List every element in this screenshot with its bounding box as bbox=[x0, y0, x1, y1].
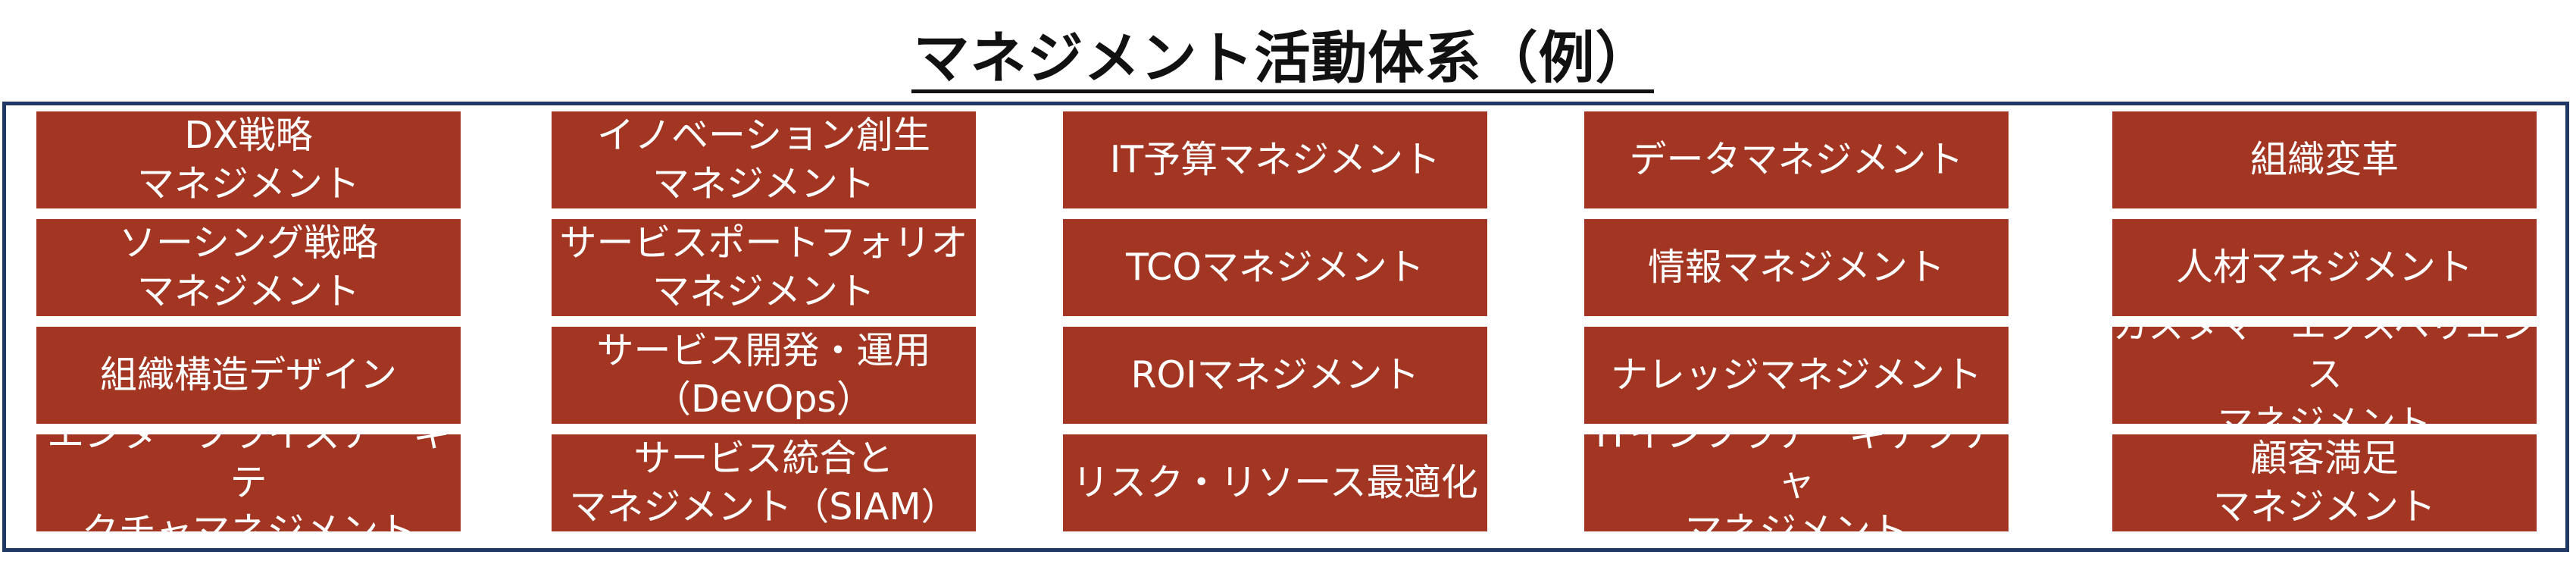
management-box-roi: ROIマネジメント bbox=[1063, 327, 1487, 424]
management-box-customer-satisfaction: 顧客満足 マネジメント bbox=[2112, 434, 2537, 531]
management-box-siam: サービス統合と マネジメント（SIAM） bbox=[552, 434, 976, 531]
management-box-customer-experience: カスタマーエクスペリエンス マネジメント bbox=[2112, 327, 2537, 424]
management-box-it-budget: IT予算マネジメント bbox=[1063, 111, 1487, 208]
management-box-dx-strategy: DX戦略 マネジメント bbox=[36, 111, 461, 208]
management-box-information: 情報マネジメント bbox=[1584, 219, 2009, 316]
management-box-it-infra-architecture: ITインフラアーキテクチャ マネジメント bbox=[1584, 434, 2009, 531]
management-box-risk-resource: リスク・リソース最適化 bbox=[1063, 434, 1487, 531]
management-grid: DX戦略 マネジメント ソーシング戦略 マネジメント 組織構造デザイン エンター… bbox=[36, 111, 2537, 536]
management-box-tco: TCOマネジメント bbox=[1063, 219, 1487, 316]
management-box-innovation: イノベーション創生 マネジメント bbox=[552, 111, 976, 208]
management-box-org-change: 組織変革 bbox=[2112, 111, 2537, 208]
page-title: マネジメント活動体系（例） bbox=[913, 25, 1652, 91]
management-box-org-structure-design: 組織構造デザイン bbox=[36, 327, 461, 424]
diagram-frame bbox=[2, 102, 2569, 552]
management-box-talent: 人材マネジメント bbox=[2112, 219, 2537, 316]
management-box-sourcing-strategy: ソーシング戦略 マネジメント bbox=[36, 219, 461, 316]
management-box-service-portfolio: サービスポートフォリオ マネジメント bbox=[552, 219, 976, 316]
management-box-devops: サービス開発・運用 （DevOps） bbox=[552, 327, 976, 424]
title-underline bbox=[911, 89, 1654, 93]
management-box-knowledge: ナレッジマネジメント bbox=[1584, 327, 2009, 424]
management-box-enterprise-architecture: エンタープライズアーキテ クチャマネジメント bbox=[36, 434, 461, 531]
management-box-data: データマネジメント bbox=[1584, 111, 2009, 208]
